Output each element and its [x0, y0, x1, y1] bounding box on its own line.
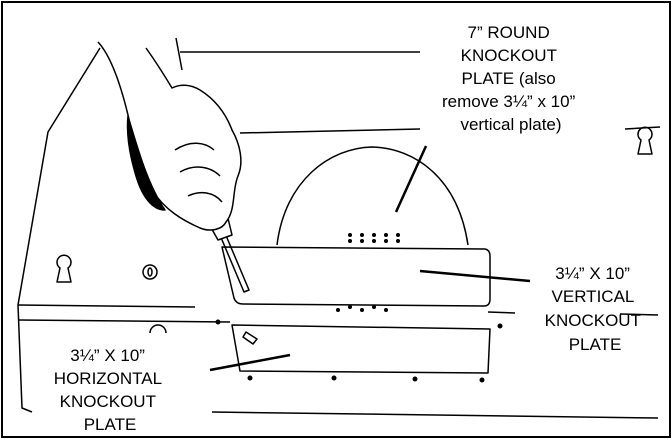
vertical-plate-label: 3¼” X 10” VERTICAL KNOCKOUT PLATE: [545, 264, 646, 354]
vertical-knockout-plate: [221, 246, 491, 307]
enclosure-bottom-edge: [211, 411, 659, 419]
vertical-plate-leader: [419, 269, 531, 283]
round-plate-leader: [394, 145, 428, 213]
enclosure-front-lower-edge: [17, 319, 231, 323]
vertical-plate-line-2: VERTICAL: [552, 287, 634, 306]
enclosure-front-edge: [17, 304, 659, 316]
horizontal-plate-line-1: 3¼” X 10”: [70, 346, 145, 365]
knuckle-line-3: [187, 191, 223, 203]
round-plate-line-3: PLATE (also: [462, 69, 556, 88]
knuckle-line-1: [174, 142, 215, 151]
keyhole-right: [637, 126, 653, 155]
round-plate-line-4: remove 3¼” x 10”: [442, 92, 576, 111]
plate-slot: [242, 331, 258, 345]
horizontal-knockout-plate: [231, 324, 491, 374]
hand-sleeve-edge: [126, 115, 166, 211]
round-hole-inner: [147, 267, 153, 277]
callout-leaders: [209, 145, 531, 372]
round-plate-line-2: KNOCKOUT: [461, 46, 557, 65]
horizontal-plate-line-2: HORIZONTAL: [54, 369, 162, 388]
round-plate-line-1: 7” ROUND: [468, 23, 550, 42]
vertical-plate-line-1: 3¼” X 10”: [555, 264, 630, 283]
knuckle-line-2: [179, 166, 221, 177]
screwdriver-shaft: [216, 225, 250, 293]
round-plate-line-5: vertical plate): [460, 115, 561, 134]
round-knockout-plate: [276, 146, 469, 246]
keyhole-left: [56, 254, 72, 283]
round-plate-label: 7” ROUND KNOCKOUT PLATE (also remove 3¼”…: [442, 23, 580, 134]
horizontal-plate-line-3: KNOCKOUT: [60, 392, 156, 411]
round-hole: [142, 264, 158, 280]
enclosure-drawing: [17, 37, 661, 419]
wrist-line: [175, 37, 183, 71]
plate-rivets: [215, 233, 503, 383]
horizontal-plate-label: 3¼” X 10” HORIZONTAL KNOCKOUT PLATE: [54, 346, 166, 434]
round-hole-lower: [149, 324, 167, 334]
vertical-plate-line-3: KNOCKOUT: [545, 311, 641, 330]
enclosure-rear-edge: [239, 128, 421, 134]
horizontal-plate-leader: [209, 353, 291, 372]
horizontal-plate-line-4: PLATE: [84, 415, 137, 434]
vertical-plate-line-4: PLATE: [569, 335, 622, 354]
